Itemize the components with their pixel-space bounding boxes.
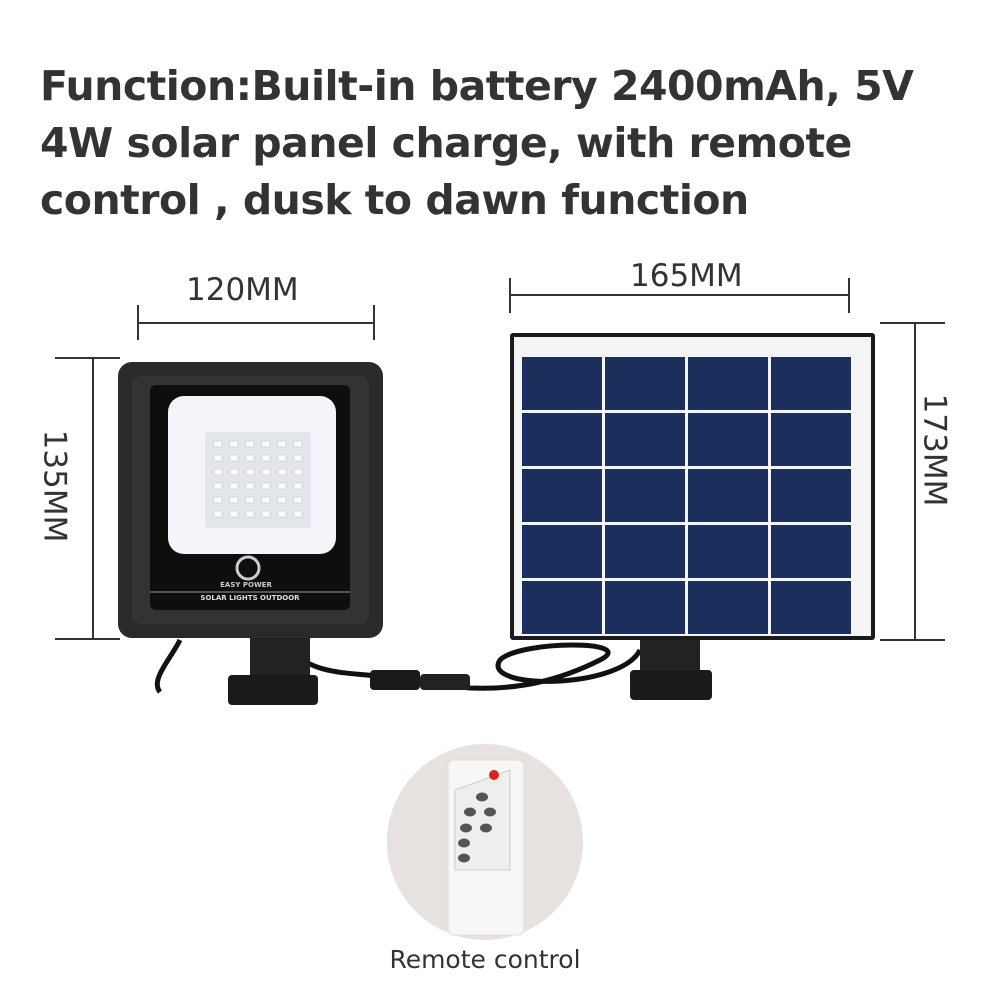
- led: [245, 496, 255, 504]
- panel-height-line: [914, 322, 916, 640]
- led: [245, 468, 255, 476]
- tick: [55, 638, 120, 640]
- solar-cell: [605, 413, 685, 466]
- led: [213, 440, 223, 448]
- light-bracket: [250, 632, 310, 682]
- light-height-line: [92, 357, 94, 639]
- solar-cell: [522, 581, 602, 634]
- remote-caption: Remote control: [389, 945, 581, 974]
- connector: [370, 670, 420, 690]
- led: [229, 482, 239, 490]
- led: [245, 440, 255, 448]
- led: [293, 496, 303, 504]
- led: [229, 496, 239, 504]
- tick: [880, 639, 945, 641]
- led: [277, 510, 287, 518]
- led: [245, 482, 255, 490]
- brand-logo: [235, 555, 261, 581]
- solar-cell: [522, 469, 602, 522]
- remote-buttons: [458, 792, 496, 863]
- solar-cell: [605, 525, 685, 578]
- led: [261, 510, 271, 518]
- power-button: [489, 770, 499, 780]
- led-array: [213, 440, 303, 518]
- remote-button: [460, 823, 472, 833]
- solar-cell: [522, 525, 602, 578]
- led: [277, 496, 287, 504]
- led: [277, 482, 287, 490]
- remote-button: [458, 853, 470, 863]
- solar-cell: [688, 413, 768, 466]
- solar-cell: [605, 581, 685, 634]
- function-headline: Function:Built-in battery 2400mAh, 5V 4W…: [40, 62, 914, 224]
- led: [229, 454, 239, 462]
- led: [229, 468, 239, 476]
- led: [213, 482, 223, 490]
- remote-button: [480, 823, 492, 833]
- remote-button: [458, 838, 470, 848]
- solar-cell: [605, 357, 685, 410]
- led: [213, 510, 223, 518]
- led: [277, 468, 287, 476]
- solar-cell: [688, 357, 768, 410]
- led: [261, 496, 271, 504]
- remote-button: [484, 807, 496, 817]
- tick: [848, 278, 850, 313]
- brand-text: EASY POWER: [220, 581, 272, 589]
- solar-cell: [771, 357, 851, 410]
- solar-cell: [522, 413, 602, 466]
- light-width-label: 120MM: [186, 272, 299, 308]
- solar-cell: [771, 413, 851, 466]
- solar-cell: [688, 525, 768, 578]
- led: [229, 440, 239, 448]
- led: [277, 440, 287, 448]
- light-width-line: [137, 322, 374, 324]
- panel-base: [630, 670, 712, 700]
- led: [213, 468, 223, 476]
- led: [213, 496, 223, 504]
- led: [293, 468, 303, 476]
- led: [261, 468, 271, 476]
- floodlight-label: SOLAR LIGHTS OUTDOOR: [200, 594, 300, 602]
- panel-width-line: [509, 294, 849, 296]
- led: [293, 510, 303, 518]
- led: [261, 482, 271, 490]
- tick: [55, 357, 120, 359]
- tick: [137, 305, 139, 340]
- solar-cell: [688, 581, 768, 634]
- led: [245, 510, 255, 518]
- panel-width-label: 165MM: [630, 258, 743, 294]
- solar-cell: [688, 469, 768, 522]
- led: [293, 454, 303, 462]
- led: [245, 454, 255, 462]
- tick: [880, 322, 945, 324]
- solar-cell: [771, 525, 851, 578]
- led: [277, 454, 287, 462]
- remote-button: [476, 792, 488, 802]
- solar-cell: [522, 357, 602, 410]
- tick: [373, 305, 375, 340]
- light-base: [228, 675, 318, 705]
- tick: [509, 278, 511, 313]
- solar-cell: [605, 469, 685, 522]
- led: [293, 482, 303, 490]
- led: [261, 454, 271, 462]
- solar-cells: [522, 357, 851, 634]
- connector: [420, 674, 470, 690]
- cable: [154, 638, 183, 694]
- led: [213, 454, 223, 462]
- remote-button: [464, 807, 476, 817]
- solar-cell: [771, 581, 851, 634]
- led: [229, 510, 239, 518]
- solar-cell: [771, 469, 851, 522]
- led: [293, 440, 303, 448]
- led: [261, 440, 271, 448]
